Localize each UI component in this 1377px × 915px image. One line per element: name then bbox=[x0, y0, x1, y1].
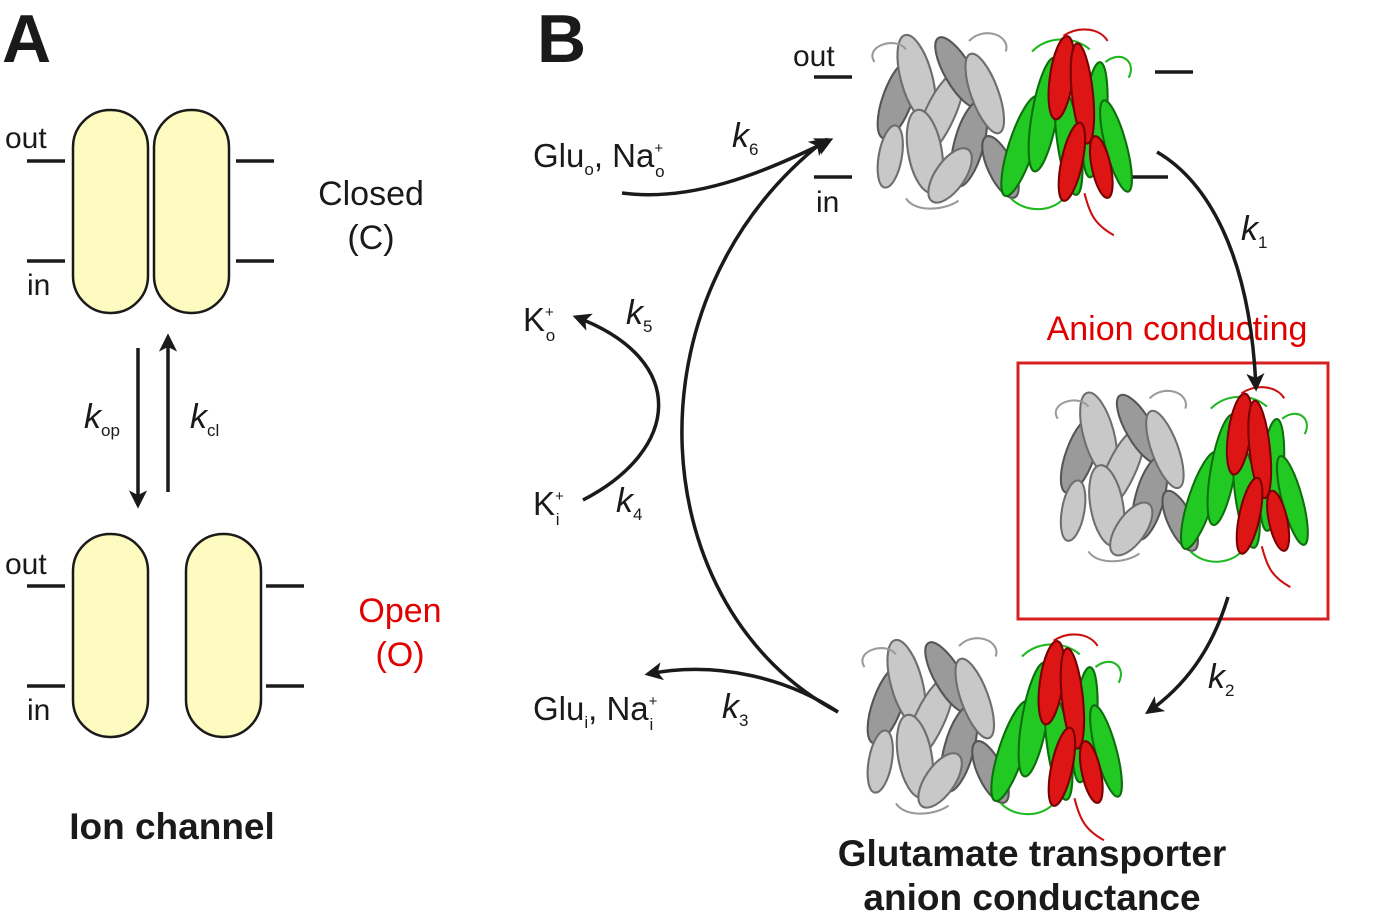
closed-subunit-left bbox=[71, 108, 150, 315]
main-cycle-arc bbox=[680, 137, 839, 714]
open-in-label: in bbox=[27, 694, 50, 727]
k-inside-label: K+i bbox=[533, 485, 564, 529]
glu-na-inside-label: Glui, Na+i bbox=[533, 690, 658, 734]
transporter-inward-structure bbox=[858, 633, 1130, 842]
k4-k5-arrow bbox=[572, 313, 661, 502]
k4-label: k4 bbox=[616, 482, 642, 524]
k1-arrow bbox=[1156, 150, 1265, 392]
panel-b-letter: B bbox=[537, 1, 586, 77]
k5-label: k5 bbox=[626, 294, 652, 336]
open-state-abbrev: (O) bbox=[375, 636, 424, 674]
closed-state-label: Closed bbox=[318, 175, 424, 213]
k3-arrow bbox=[644, 662, 839, 714]
glu-na-outside-label: Gluo, Na+o bbox=[533, 137, 665, 181]
open-subunit-right bbox=[184, 532, 263, 739]
k2-label: k2 bbox=[1208, 658, 1234, 700]
ion-channel-title: Ion channel bbox=[69, 806, 275, 847]
rate-close-label: kcl bbox=[190, 398, 219, 440]
panel-a-letter: A bbox=[2, 1, 51, 77]
closed-channel bbox=[27, 108, 274, 315]
closed-out-label: out bbox=[5, 122, 47, 155]
transporter-title-line1: Glutamate transporter bbox=[838, 833, 1227, 874]
b-in-label: in bbox=[816, 186, 839, 219]
k2-arrow bbox=[1145, 596, 1230, 715]
closed-in-label: in bbox=[27, 269, 50, 302]
open-subunit-left bbox=[71, 532, 150, 739]
k3-label: k3 bbox=[722, 688, 748, 730]
closed-subunit-right bbox=[152, 108, 231, 315]
anion-conducting-box bbox=[1016, 361, 1330, 621]
b-out-label: out bbox=[793, 40, 835, 73]
open-channel bbox=[27, 532, 304, 739]
closed-state-abbrev: (C) bbox=[347, 219, 394, 257]
open-out-label: out bbox=[5, 548, 47, 581]
k-outside-label: K+o bbox=[523, 301, 555, 345]
transporter-outward-structure bbox=[868, 28, 1140, 237]
open-state-label: Open bbox=[358, 592, 441, 630]
k6-arrow bbox=[621, 138, 834, 197]
k1-label: k1 bbox=[1241, 210, 1267, 252]
transporter-anion-structure bbox=[1051, 386, 1316, 589]
k6-label: k6 bbox=[732, 117, 758, 159]
anion-conducting-label: Anion conducting bbox=[1047, 310, 1308, 348]
rate-open-label: kop bbox=[84, 398, 120, 440]
transporter-title-line2: anion conductance bbox=[863, 877, 1200, 915]
